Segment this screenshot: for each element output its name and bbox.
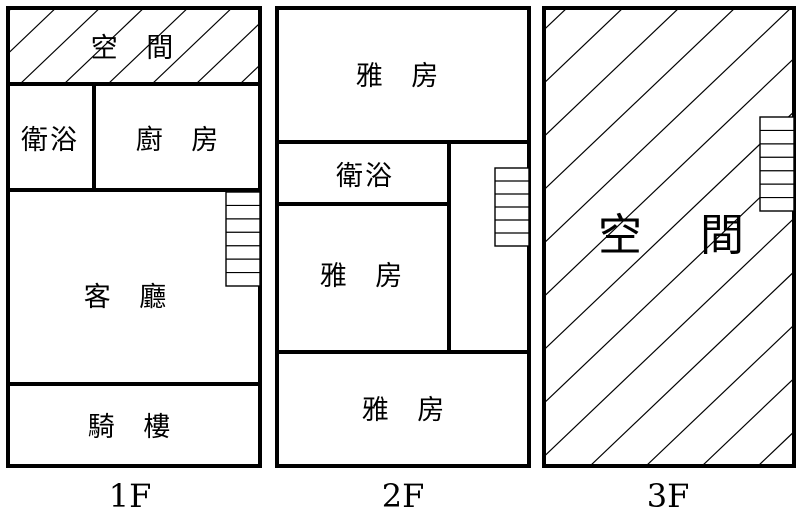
floor-1f: 空 間 衛浴 廚 房 客 廳 騎 樓 1F — [6, 6, 364, 515]
floor-3f-outline — [542, 6, 796, 468]
hatch-line — [545, 10, 790, 244]
floor-1f-outline — [6, 6, 262, 468]
room-arcade-1f: 騎 樓 — [88, 412, 181, 443]
hatch-1f-void — [8, 8, 364, 84]
hatch-line — [151, 8, 233, 84]
hatch-line — [19, 8, 101, 84]
room-bedroom-2f-top: 雅 房 — [356, 61, 449, 92]
room-void-3f: 空 間 — [598, 210, 766, 261]
floor-3f: 空 間 3F — [542, 6, 796, 515]
hatch-line — [284, 8, 364, 84]
hatch-line — [63, 8, 145, 84]
floor-label-2f: 2F — [382, 477, 425, 515]
staircase-3f — [759, 116, 795, 212]
floor-label-1f: 1F — [109, 477, 152, 515]
hatch-line — [589, 272, 792, 466]
floor-2f: 雅 房 衛浴 雅 房 雅 房 2F — [275, 6, 531, 515]
room-void-1f: 空 間 — [91, 33, 184, 64]
room-bath-1f: 衛浴 — [21, 125, 79, 156]
hatch-line — [645, 326, 792, 466]
hatch-line — [701, 379, 792, 466]
staircase-2f — [494, 167, 530, 247]
floor-label-3f: 3F — [647, 477, 690, 515]
hatch-3f-void — [545, 10, 792, 466]
room-bedroom-2f-middle: 雅 房 — [320, 261, 413, 292]
room-living-1f: 客 廳 — [84, 282, 177, 313]
room-bedroom-2f-bottom: 雅 房 — [362, 395, 455, 426]
hatch-line — [545, 219, 792, 457]
hatch-line — [545, 10, 734, 190]
hatch-line — [195, 22, 260, 84]
room-bath-2f: 衛浴 — [336, 161, 394, 192]
hatch-line — [545, 112, 792, 350]
hatch-line — [545, 59, 792, 297]
hatch-line — [107, 8, 189, 84]
hatch-line — [8, 8, 57, 55]
hatch-line — [8, 8, 13, 13]
hatch-line — [545, 166, 792, 404]
hatch-line — [239, 64, 260, 84]
room-kitchen-1f: 廚 房 — [136, 125, 229, 156]
hatch-line — [545, 10, 678, 137]
staircase-1f — [225, 191, 261, 287]
